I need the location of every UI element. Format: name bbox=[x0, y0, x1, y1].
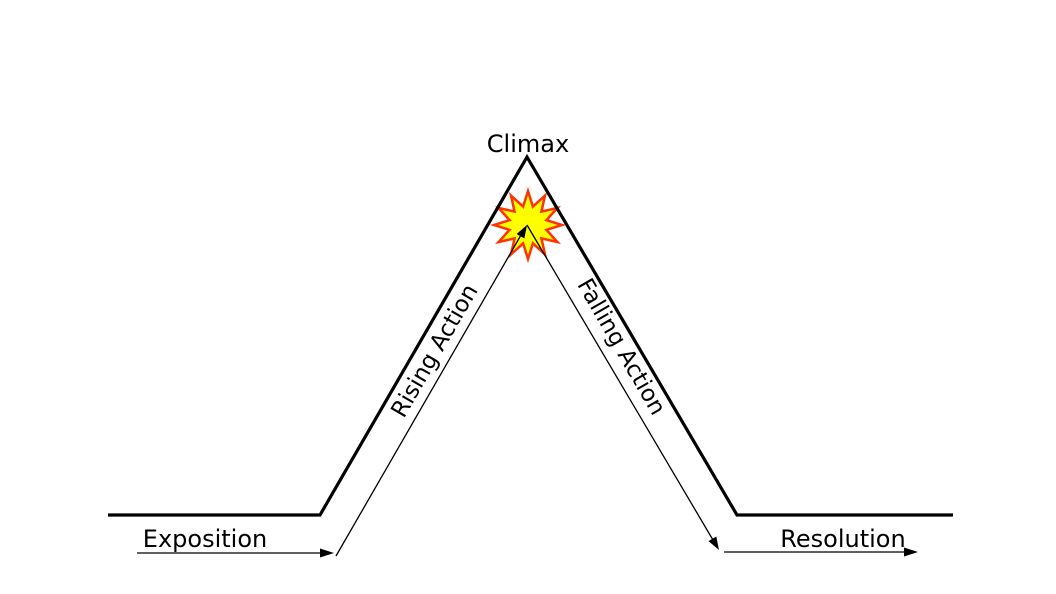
falling-action-arrow bbox=[526, 224, 719, 550]
climax-label: Climax bbox=[487, 130, 569, 158]
plot-mountain-outline bbox=[108, 153, 953, 517]
rising-action-arrow bbox=[335, 225, 527, 557]
rising-action-arrowhead-icon bbox=[516, 225, 527, 239]
exposition-arrow bbox=[137, 548, 334, 558]
resolution-arrow bbox=[724, 547, 918, 557]
rising-action-arrow-line bbox=[335, 234, 522, 557]
falling-action-arrow-line bbox=[526, 224, 714, 541]
falling-action-arrowhead-icon bbox=[708, 536, 719, 550]
resolution-label: Resolution bbox=[780, 525, 905, 553]
exposition-label: Exposition bbox=[143, 525, 267, 553]
exposition-arrowhead-icon bbox=[320, 548, 334, 558]
resolution-arrowhead-icon bbox=[904, 547, 918, 557]
